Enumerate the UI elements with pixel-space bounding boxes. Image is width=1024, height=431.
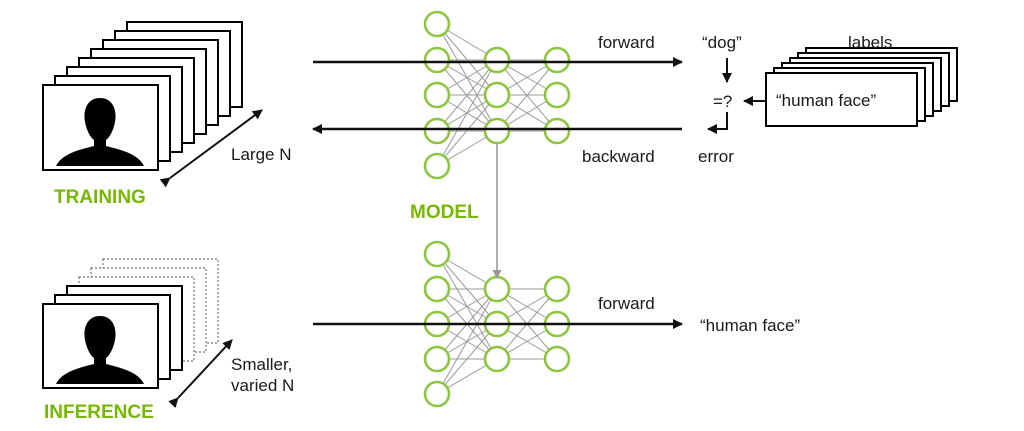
network-connection: [436, 288, 498, 395]
training-stack-depth-arrow: [159, 109, 263, 188]
double-arrow-icon: [168, 339, 233, 408]
training-section-label: TRAINING: [54, 187, 146, 208]
prediction-output: “dog”: [702, 33, 742, 52]
backward-label: backward: [582, 147, 655, 166]
network-connection: [436, 59, 498, 132]
labels-title: labels: [848, 33, 892, 52]
inference-section-label: INFERENCE: [44, 402, 154, 423]
forward-label-top: forward: [598, 33, 655, 52]
label-card-front: [765, 72, 918, 127]
neuron: [483, 46, 511, 74]
network-connection: [436, 323, 498, 395]
neuron: [543, 345, 571, 373]
neuron: [483, 275, 511, 303]
network-connection: [436, 59, 498, 167]
neuron: [423, 240, 451, 268]
neuron: [423, 46, 451, 74]
inference-output: “human face”: [700, 316, 800, 335]
forward-label-bottom: forward: [598, 294, 655, 313]
training-network: [423, 10, 571, 180]
neuron: [423, 81, 451, 109]
inference-stack-depth-arrow: [168, 339, 233, 408]
inference-front-image: [42, 303, 159, 389]
neuron: [483, 345, 511, 373]
model-label: MODEL: [410, 202, 479, 223]
neuron: [483, 117, 511, 145]
neuron: [543, 81, 571, 109]
network-connection: [436, 94, 498, 167]
neuron: [423, 10, 451, 38]
neuron: [423, 380, 451, 408]
error-return-arrow: [707, 112, 728, 134]
network-connection: [496, 59, 558, 132]
neuron: [423, 152, 451, 180]
training-stack-label: Large N: [231, 145, 291, 164]
neuron: [423, 117, 451, 145]
neuron: [543, 275, 571, 303]
neuron: [423, 345, 451, 373]
inference-stack-label-line1: Smaller,: [231, 355, 292, 374]
label-value: “human face”: [776, 91, 876, 110]
inference-stack-label-line2: varied N: [231, 376, 294, 395]
training-front-image: [42, 84, 159, 171]
double-arrow-icon: [159, 109, 263, 188]
neuron: [483, 81, 511, 109]
compare-symbol: =?: [713, 92, 732, 111]
error-label: error: [698, 147, 734, 166]
neuron: [423, 275, 451, 303]
neuron: [543, 46, 571, 74]
neuron: [543, 117, 571, 145]
